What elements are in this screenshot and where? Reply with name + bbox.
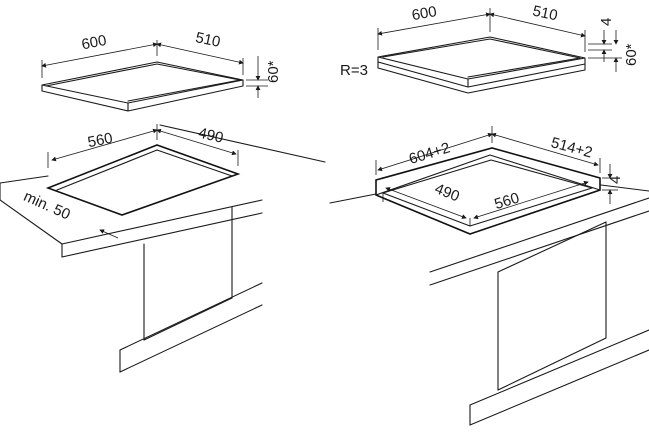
right-hob-dimensions [377, 8, 622, 72]
right-cutout-width-label: 560 [492, 189, 521, 213]
right-hob-height-label: 60* [623, 43, 640, 66]
right-hob-width-label: 600 [410, 3, 438, 24]
left-hob-height-label: 60* [265, 60, 282, 83]
right-hob-depth-label: 510 [531, 3, 559, 25]
left-countertop [0, 124, 326, 373]
left-cutout-depth-label: 490 [197, 125, 225, 147]
right-countertop [329, 147, 649, 426]
right-cutout-dimensions [375, 126, 618, 226]
left-hob-width-label: 600 [80, 32, 108, 53]
right-hob-thickness-label: 4 [598, 18, 615, 26]
left-hob-depth-label: 510 [194, 29, 222, 51]
left-hob [41, 61, 244, 112]
right-hob [377, 36, 586, 94]
left-hob-dimensions [41, 40, 268, 98]
right-outer-width-label: 604+2 [407, 139, 452, 168]
right-cutout-thickness-label: 4 [607, 176, 624, 184]
left-cutout-dimensions [47, 124, 239, 239]
right-cutout-depth-label: 490 [432, 180, 462, 205]
left-cutout-width-label: 560 [86, 130, 114, 151]
left-min-edge-label: min. 50 [21, 188, 73, 224]
right-hob-radius-label: R=3 [340, 62, 368, 79]
